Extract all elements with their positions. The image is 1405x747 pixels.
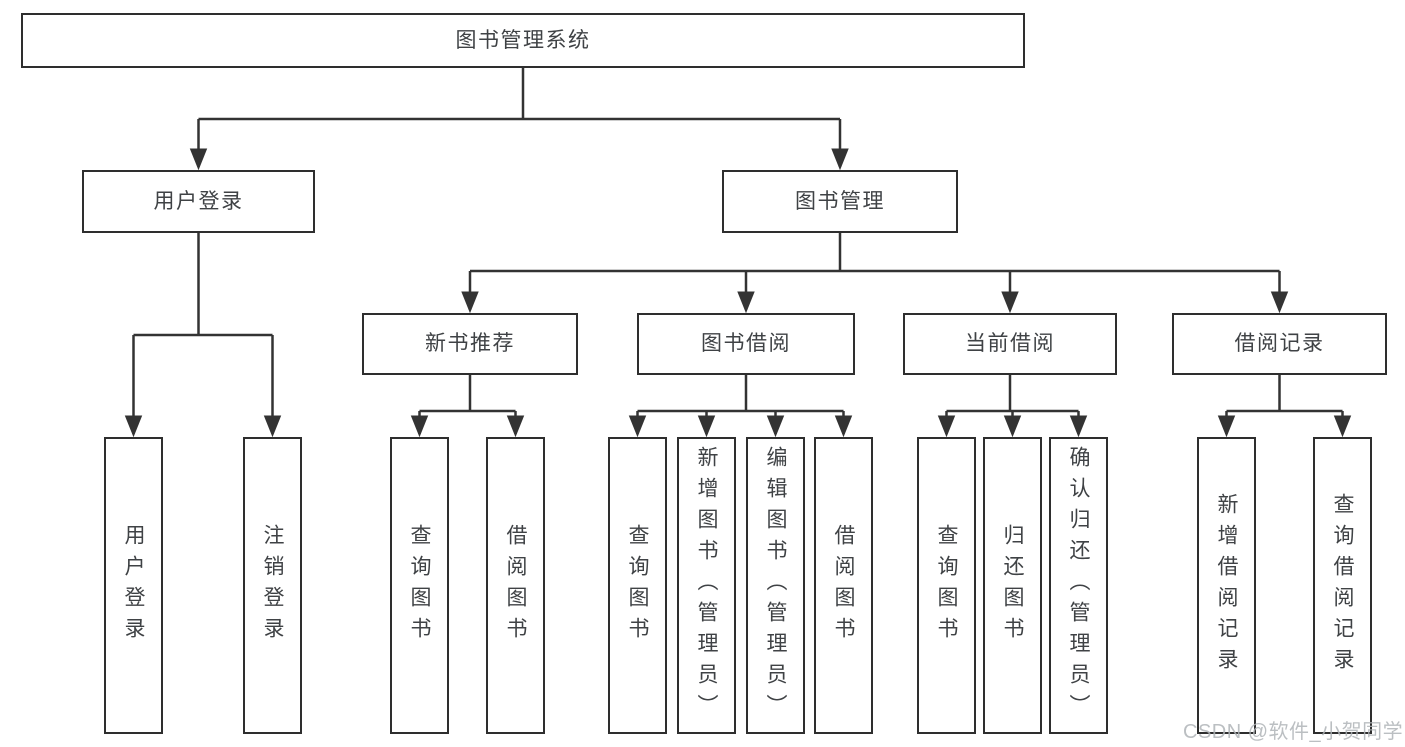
node-root-library-system: 图书管理系统 xyxy=(21,13,1025,68)
leaf-borrow-books: 借阅图书 xyxy=(814,437,873,734)
leaf-user-login: 用户登录 xyxy=(104,437,163,734)
node-book-management: 图书管理 xyxy=(722,170,958,233)
node-borrowing-records: 借阅记录 xyxy=(1172,313,1387,375)
leaf-confirm-return-admin: 确认归还（管理员） xyxy=(1049,437,1108,734)
leaf-query-borrow-record: 查询借阅记录 xyxy=(1313,437,1372,734)
node-current-borrowing: 当前借阅 xyxy=(903,313,1117,375)
leaf-add-book-admin: 新增图书（管理员） xyxy=(677,437,736,734)
leaf-return-book: 归还图书 xyxy=(983,437,1042,734)
leaf-logout: 注销登录 xyxy=(243,437,302,734)
node-new-book-recommend: 新书推荐 xyxy=(362,313,578,375)
leaf-edit-book-admin: 编辑图书（管理员） xyxy=(746,437,805,734)
leaf-query-books-borrow: 查询图书 xyxy=(608,437,667,734)
node-book-borrowing: 图书借阅 xyxy=(637,313,855,375)
leaf-query-books-current: 查询图书 xyxy=(917,437,976,734)
leaf-query-books-recommend: 查询图书 xyxy=(390,437,449,734)
leaf-borrow-books-recommend: 借阅图书 xyxy=(486,437,545,734)
leaf-add-borrow-record: 新增借阅记录 xyxy=(1197,437,1256,734)
node-user-login: 用户登录 xyxy=(82,170,315,233)
